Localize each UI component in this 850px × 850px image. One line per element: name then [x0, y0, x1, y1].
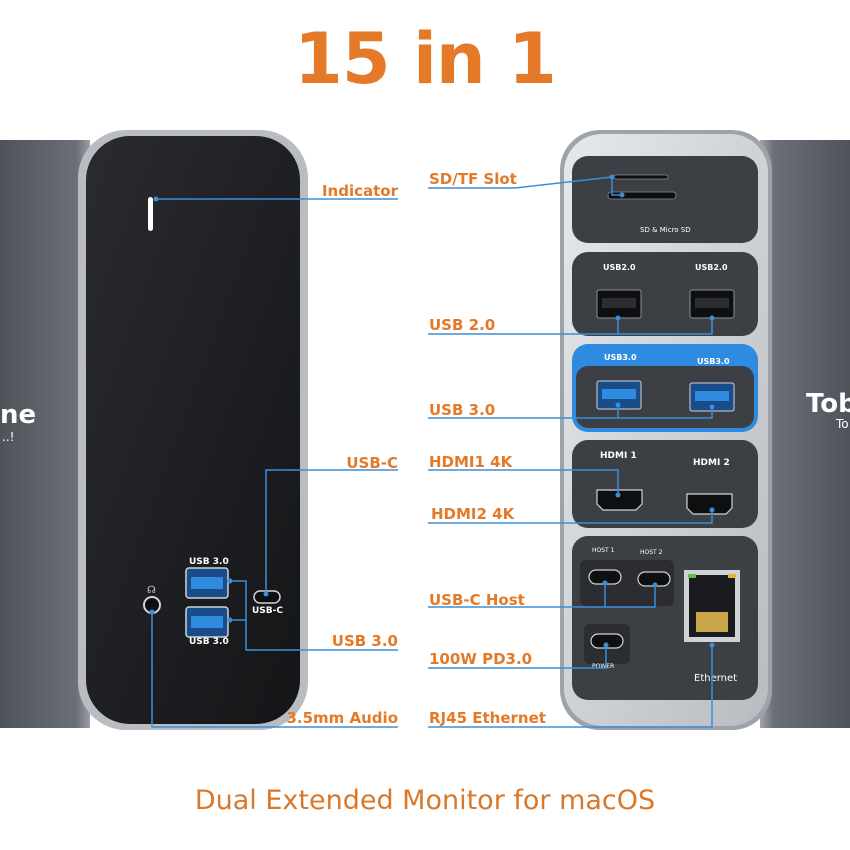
usb3-port-label-a: USB3.0 — [604, 353, 637, 362]
left-usb-c-port[interactable] — [253, 590, 281, 604]
leader-dot-audio — [149, 609, 155, 615]
indicator-light — [148, 197, 153, 231]
left-face — [86, 136, 300, 724]
hdmi2-port[interactable] — [686, 493, 733, 515]
leader-dot-usb3-a — [615, 402, 621, 408]
pd-power-port[interactable] — [590, 633, 624, 649]
callout-usb-c-host: USB-C Host — [429, 591, 525, 609]
usb3-port-label-b: USB3.0 — [697, 357, 730, 366]
leader-dots — [149, 174, 715, 648]
right-device-body — [760, 140, 850, 728]
headphone-icon: ☊ — [147, 585, 156, 596]
callout-sd-tf: SD/TF Slot — [429, 170, 517, 188]
callout-audio: 3.5mm Audio — [286, 709, 398, 727]
callout-pd: 100W PD3.0 — [429, 650, 533, 668]
callout-indicator: Indicator — [321, 182, 398, 200]
left-usb-c-port-label: USB-C — [252, 606, 283, 616]
ethernet-port-pins — [696, 612, 728, 632]
usb2-port-b-tongue — [695, 298, 729, 308]
leader-dot-hdmi2 — [709, 507, 715, 513]
hdmi1-port[interactable] — [596, 489, 643, 511]
leader-audio — [151, 612, 398, 728]
ethernet-port-label: Ethernet — [694, 673, 737, 684]
left-usb3-port-top-tongue — [191, 577, 223, 589]
leader-dot-usb-c — [263, 591, 269, 597]
leader-dot-usb2-a — [615, 315, 621, 321]
callout-usb2: USB 2.0 — [429, 316, 496, 334]
micro-sd-slot[interactable] — [613, 174, 669, 180]
usb2-port-label-a: USB2.0 — [603, 263, 636, 272]
host2-port-label: HOST 2 — [640, 549, 663, 556]
left-device-body — [0, 140, 90, 728]
sd-slot[interactable] — [607, 191, 677, 200]
usb3-port-b-tongue — [695, 391, 729, 401]
leader-sd-bottom — [611, 177, 622, 196]
leader-dot-host1 — [602, 580, 608, 586]
left-brand-sub: ..! — [2, 430, 14, 444]
leader-hdmi2 — [428, 510, 713, 524]
callout-rj45: RJ45 Ethernet — [429, 709, 546, 727]
leader-dot-usb3-top — [227, 578, 233, 584]
leader-usb3-top — [230, 580, 398, 651]
leader-usb2-b — [618, 318, 713, 335]
leader-dot-host2 — [652, 582, 658, 588]
leader-usb-c — [265, 469, 398, 594]
ethernet-led-right — [728, 574, 736, 578]
leader-lines — [151, 176, 713, 728]
leader-dot-indicator — [153, 196, 159, 202]
callout-usb3-right: USB 3.0 — [429, 401, 496, 419]
leader-dot-hdmi1 — [615, 492, 621, 498]
leader-host2 — [605, 585, 656, 608]
leader-dot-pd — [603, 642, 609, 648]
hdmi1-port-label: HDMI 1 — [600, 451, 637, 461]
host1-port-label: HOST 1 — [592, 547, 615, 554]
usb2-port-label-b: USB2.0 — [695, 263, 728, 272]
usb2-port-a-tongue — [602, 298, 636, 308]
leader-usb3-b — [618, 407, 713, 419]
right-device: SD & Micro SD USB2.0 USB2.0 USB3.0 USB3.… — [560, 130, 850, 730]
sd-port-label: SD & Micro SD — [640, 226, 691, 234]
leader-dot-rj45 — [709, 642, 715, 648]
callout-hdmi1: HDMI1 4K — [429, 453, 513, 471]
usb3-port-a-tongue — [602, 389, 636, 399]
leader-hdmi1 — [428, 469, 619, 495]
tagline: Dual Extended Monitor for macOS — [194, 785, 656, 816]
left-usb3-bottom-port-label: USB 3.0 — [189, 637, 229, 647]
leader-pd — [428, 645, 607, 669]
leader-dot-usb3-b — [709, 404, 715, 410]
leader-dot-sd-top — [609, 174, 615, 180]
leader-dot-usb3-bottom — [227, 617, 233, 623]
callout-usb-c: USB-C — [346, 454, 398, 472]
left-usb3-top-port-label: USB 3.0 — [189, 557, 229, 567]
leader-rj45 — [428, 645, 713, 728]
left-device: ☊ ne ..! — [0, 130, 308, 730]
power-port-label: POWER — [592, 663, 614, 670]
left-usb3-port-bottom-tongue — [191, 616, 223, 628]
right-brand-text: Tob — [806, 389, 850, 419]
hdmi2-port-label: HDMI 2 — [693, 458, 730, 468]
leader-dot-usb2-b — [709, 315, 715, 321]
leader-dot-sd-bottom — [619, 192, 625, 198]
left-brand-text: ne — [0, 400, 36, 430]
headline: 15 in 1 — [294, 18, 557, 100]
callout-usb3-left: USB 3.0 — [331, 632, 398, 650]
callout-hdmi2: HDMI2 4K — [431, 505, 515, 523]
ethernet-led-left — [688, 574, 696, 578]
leader-sd-top — [428, 176, 613, 189]
right-brand-sub: To — [835, 417, 849, 431]
